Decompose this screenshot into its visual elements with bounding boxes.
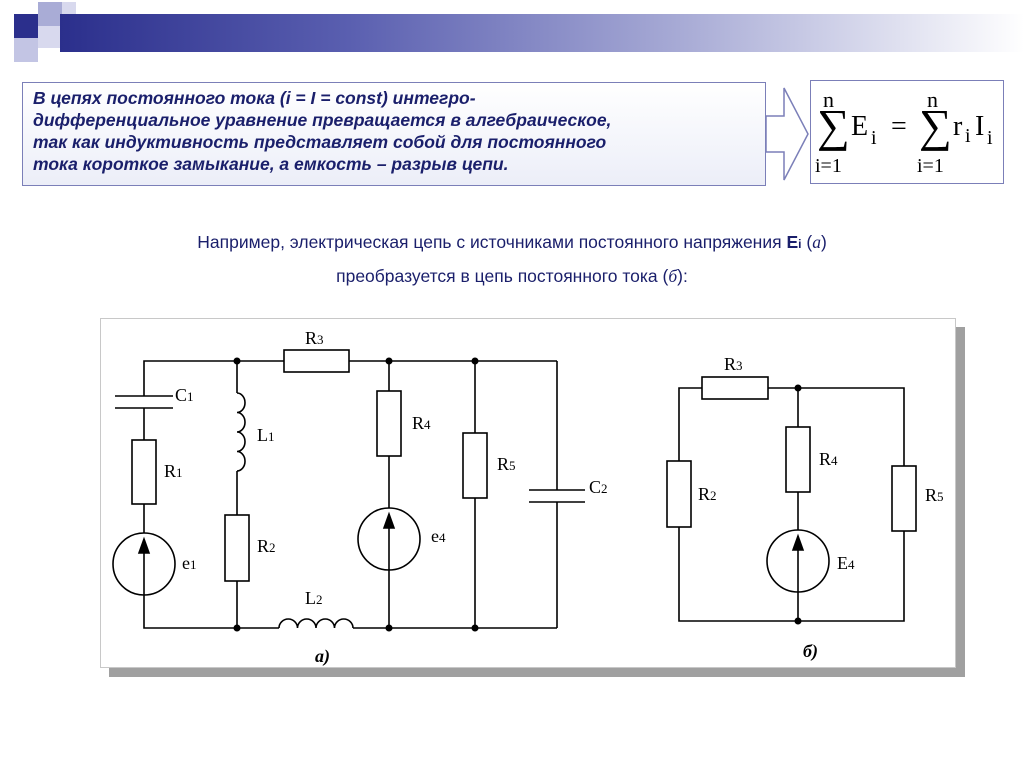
- kirchhoff-formula: n ∑ i=1 E i = n ∑ i=1 r i I i: [810, 80, 1004, 184]
- example-caption: Например, электрическая цепь с источника…: [40, 226, 984, 292]
- caption-line-1: Например, электрическая цепь с источника…: [197, 232, 827, 252]
- label-l2: L2: [305, 588, 323, 608]
- circuit-a-resistor-r4: [376, 390, 402, 457]
- emf-term: E: [851, 111, 869, 142]
- sum-upper-limit: n: [823, 87, 834, 112]
- callout-line: так как индуктивность представляет собой…: [33, 132, 607, 152]
- corner-square-4: [14, 38, 38, 62]
- callout-line: дифференциальное уравнение превращается …: [33, 110, 612, 130]
- circuit-a-capacitor-c1: [115, 395, 173, 409]
- circuit-b-resistor-r4: [785, 426, 811, 493]
- circuit-a-capacitor-c2: [529, 489, 585, 503]
- circuit-a-inductor-l2: [278, 618, 354, 629]
- circuit-b-resistor-r2: [666, 460, 692, 528]
- circuit-a-resistor-r2: [224, 514, 250, 582]
- label-l1: L1: [257, 425, 275, 445]
- label-r3: R3: [305, 328, 324, 348]
- circuit-a-resistor-r3: [283, 349, 350, 373]
- circuit-b-source-e4: [766, 529, 830, 593]
- circuit-b-resistor-r5: [891, 465, 917, 532]
- circuit-a-source-e4: [357, 507, 421, 571]
- definition-callout: В цепях постоянного тока (i = I = const)…: [22, 82, 766, 186]
- corner-square-1: [14, 14, 38, 38]
- label-b-r4: R4: [819, 449, 838, 469]
- label-b-r2: R2: [698, 484, 717, 504]
- callout-line: В цепях постоянного тока (i = I = const)…: [33, 88, 476, 108]
- corner-square-5: [62, 2, 76, 16]
- caption-b: б): [803, 641, 818, 662]
- sum-symbol: ∑: [817, 100, 850, 151]
- circuit-a-resistor-r1: [131, 439, 157, 505]
- equals-sign: =: [891, 111, 907, 142]
- sum-lower-limit: i=1: [917, 155, 944, 177]
- sum-lower-limit: i=1: [815, 155, 842, 177]
- label-b-r3: R3: [724, 354, 743, 374]
- circuit-diagrams: R3 C1 L1 R4 R5 C2 R1 R2 e1 e4 L2 а): [112, 328, 944, 667]
- sum-symbol: ∑: [919, 100, 952, 151]
- corner-square-3: [38, 26, 60, 48]
- corner-square-2: [38, 2, 62, 26]
- title-bar-gradient: [60, 14, 1024, 52]
- circuit-a-source-e1: [112, 532, 176, 596]
- current-term: I: [975, 111, 985, 142]
- resistance-term: r: [953, 111, 963, 142]
- label-e4: e4: [431, 526, 446, 546]
- sum-upper-limit: n: [927, 87, 938, 112]
- circuit-a-wires: [143, 360, 558, 629]
- circuit-a-resistor-r5: [462, 432, 488, 499]
- current-subscript: i: [987, 127, 993, 149]
- circuit-b-nodes: [794, 384, 802, 625]
- label-r5: R5: [497, 454, 516, 474]
- circuit-panel: R3 C1 L1 R4 R5 C2 R1 R2 e1 e4 L2 а): [100, 318, 956, 668]
- caption-line-2: преобразуется в цепь постоянного тока (б…: [336, 266, 688, 286]
- circuit-a-inductor-l1: [236, 392, 246, 472]
- right-arrow-icon: [766, 87, 809, 181]
- resistance-subscript: i: [965, 125, 971, 147]
- label-e1: e1: [182, 553, 197, 573]
- circuit-b-wires: [678, 387, 905, 622]
- callout-line: тока короткое замыкание, а емкость – раз…: [33, 154, 509, 174]
- label-b-e4: E4: [837, 553, 855, 573]
- label-c2: C2: [589, 477, 608, 497]
- circuit-a-nodes: [233, 357, 479, 632]
- label-b-r5: R5: [925, 485, 944, 505]
- caption-a: а): [315, 646, 330, 667]
- circuit-b-resistor-r3: [701, 376, 769, 400]
- label-r2: R2: [257, 536, 276, 556]
- emf-subscript: i: [871, 127, 877, 149]
- label-c1: C1: [175, 385, 194, 405]
- label-r4: R4: [412, 413, 431, 433]
- label-r1: R1: [164, 461, 183, 481]
